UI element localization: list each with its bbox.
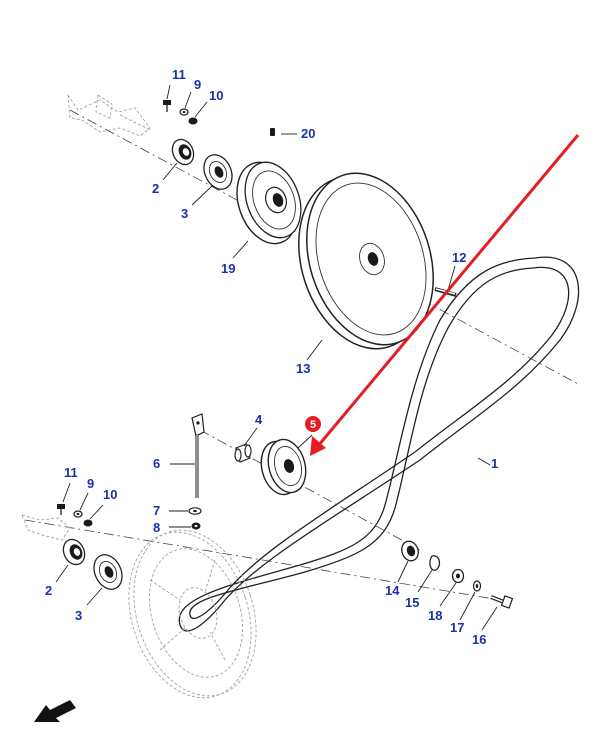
lower-nut-10 (83, 519, 93, 527)
callout-12: 12 (452, 250, 466, 265)
tension-rod-6 (191, 413, 205, 498)
callout-3-lower: 3 (75, 608, 82, 623)
bolt-16 (490, 595, 514, 609)
callout-3-upper: 3 (181, 206, 188, 221)
upper-bolt-11 (163, 100, 171, 112)
highlight-badge-5: 5 (305, 416, 321, 432)
callout-2-upper: 2 (152, 181, 159, 196)
callout-13: 13 (296, 361, 310, 376)
callout-6: 6 (153, 456, 160, 471)
callout-1: 1 (491, 456, 498, 471)
washer-18 (451, 568, 465, 584)
direction-arrow-icon (34, 700, 76, 722)
sprocket-ghost (128, 529, 257, 699)
nut-8 (191, 522, 201, 530)
callout-10-upper: 10 (209, 88, 223, 103)
upper-washer-9 (179, 108, 189, 116)
callout-17: 17 (450, 620, 464, 635)
callout-5: 5 (310, 419, 316, 431)
callout-14: 14 (385, 583, 400, 598)
callout-7: 7 (153, 503, 160, 518)
callout-15: 15 (405, 595, 419, 610)
callout-10-lower: 10 (103, 487, 117, 502)
upper-nut-10 (188, 117, 198, 125)
lower-washer-9 (73, 510, 83, 518)
washer-17 (472, 580, 482, 592)
callout-11-lower: 11 (64, 465, 78, 480)
callout-9-lower: 9 (87, 476, 94, 491)
callout-16: 16 (472, 632, 486, 647)
callout-2-lower: 2 (45, 583, 52, 598)
callouts: 11 9 10 2 3 20 19 12 13 4 6 7 8 1 11 9 1… (45, 67, 498, 647)
callout-18: 18 (428, 608, 442, 623)
callout-20: 20 (301, 126, 315, 141)
callout-4: 4 (255, 412, 263, 427)
drive-belt-1 (178, 256, 580, 632)
upper-flange-3 (203, 154, 233, 190)
center-lines (24, 109, 581, 601)
callout-11-upper: 11 (172, 67, 186, 82)
pulley-13 (298, 172, 434, 350)
upper-bearing-2 (171, 138, 195, 166)
lower-shaft-ghost (21, 514, 71, 541)
washer-7 (188, 507, 202, 515)
bearing-14 (401, 540, 419, 562)
callout-8: 8 (153, 520, 160, 535)
belt-pulley-5 (260, 438, 307, 496)
lower-flange-3 (93, 554, 123, 590)
circlip-15 (429, 555, 441, 571)
red-arrow-icon (310, 134, 580, 456)
callout-9-upper: 9 (194, 77, 201, 92)
set-screw-20 (270, 128, 275, 136)
spacer-4 (234, 443, 252, 463)
callout-19: 19 (221, 261, 235, 276)
pulley-19 (236, 161, 302, 245)
lower-bolt-11 (57, 504, 65, 515)
lower-bearing-2 (62, 538, 86, 566)
leader-lines (55, 84, 498, 631)
upper-shaft-ghost (67, 94, 151, 137)
